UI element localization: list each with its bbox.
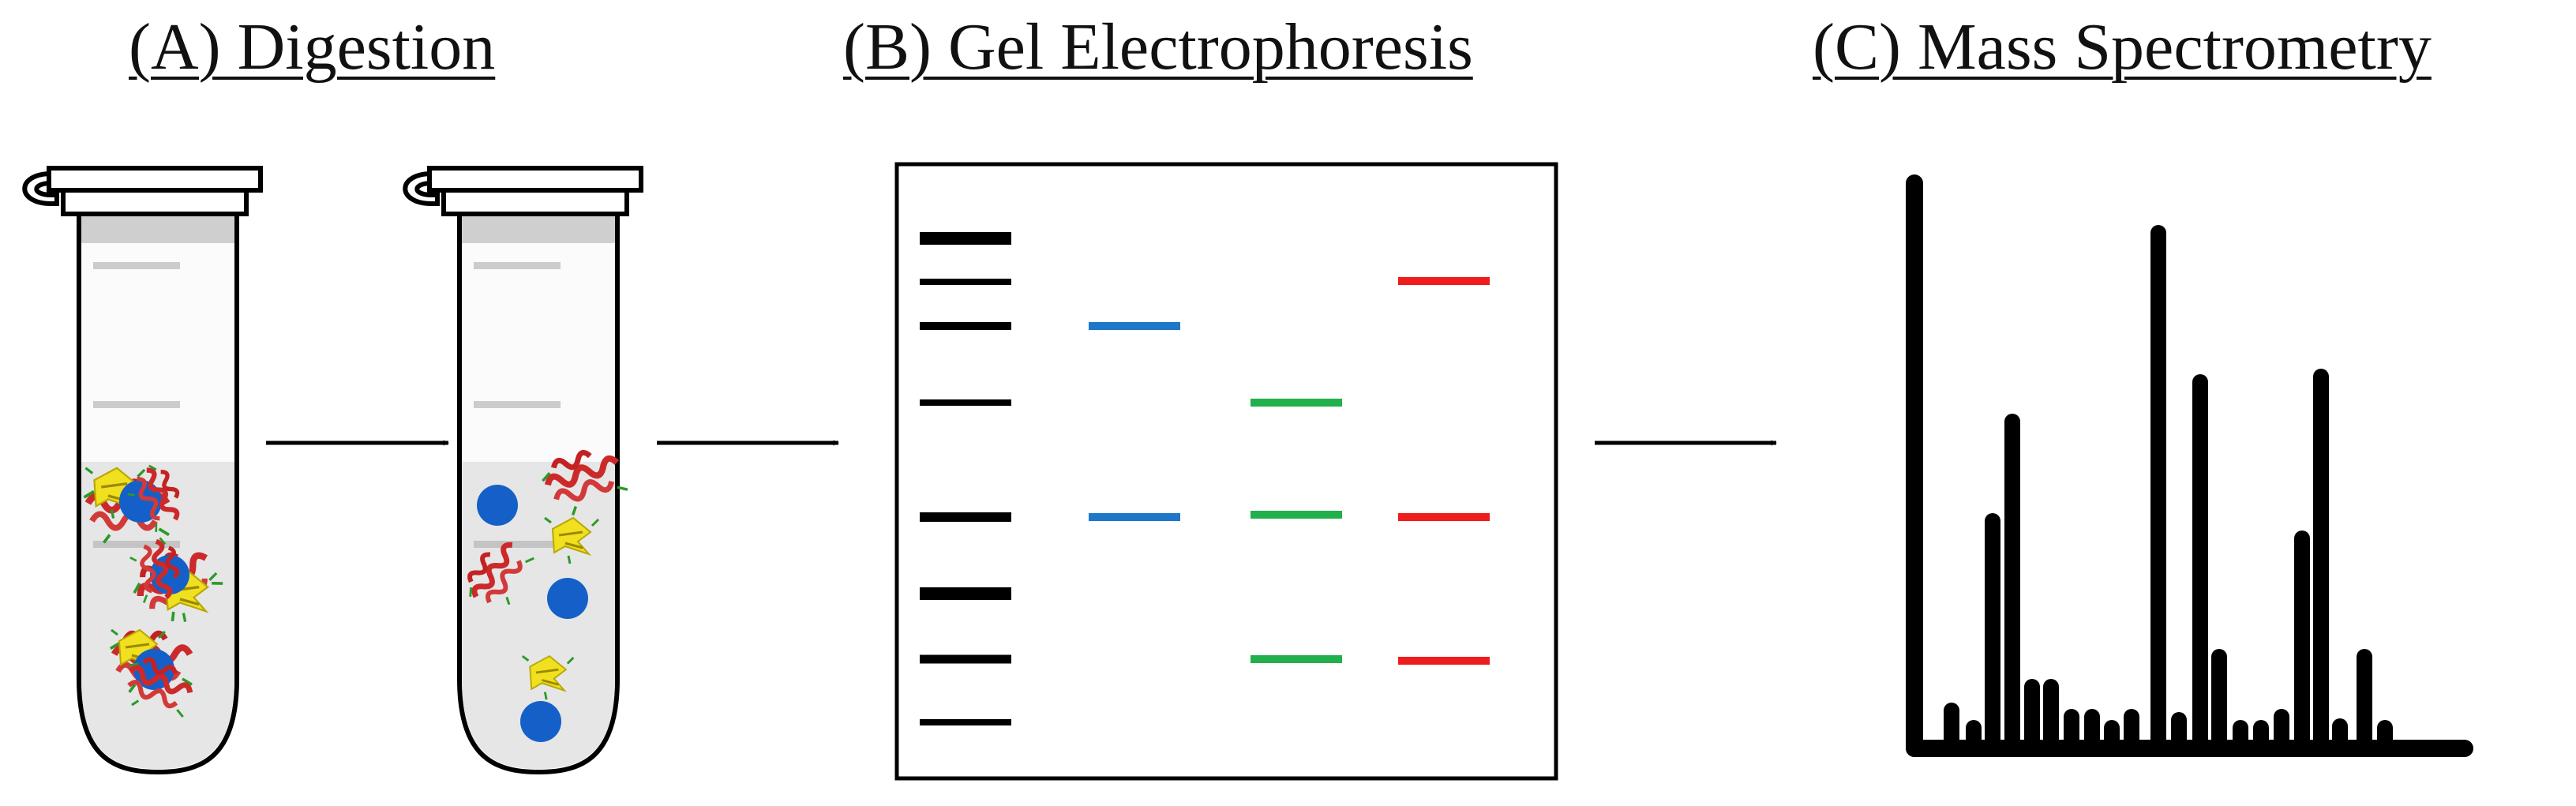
intact-protein-1 [84,460,189,543]
panel-title-gel-electrophoresis: (B) Gel Electrophoresis [843,10,1473,84]
lane-band-1 [1089,322,1180,330]
protein-bead [520,701,561,742]
lane-band-2 [1251,511,1342,519]
ladder-band [920,654,1011,664]
lane-band-2 [1251,655,1342,663]
ladder-band [920,719,1011,725]
intact-protein-2 [126,536,227,631]
intact-protein-3 [111,628,197,723]
ladder-band [920,512,1011,522]
panel-title-mass-spectrometry: (C) Mass Spectrometry [1813,10,2432,84]
tube-after-icon [405,168,641,772]
ladder-band [920,279,1011,285]
gel-frame [894,162,1558,781]
lane-band-2 [1251,399,1342,407]
panel-title-digestion: (A) Digestion [129,10,496,84]
gel-bands [920,232,1490,725]
ladder-band [920,322,1011,330]
tube-before-icon [24,168,261,772]
lane-band-3 [1398,277,1490,285]
lane-band-3 [1398,657,1490,665]
ladder-band [920,587,1011,600]
lane-band-1 [1089,513,1180,521]
lane-band-3 [1398,513,1490,521]
protein-bead [477,485,518,526]
ladder-band [920,399,1011,406]
protein-bead [547,578,588,619]
mass-spectrum [1906,174,2473,757]
ladder-band [920,232,1011,245]
